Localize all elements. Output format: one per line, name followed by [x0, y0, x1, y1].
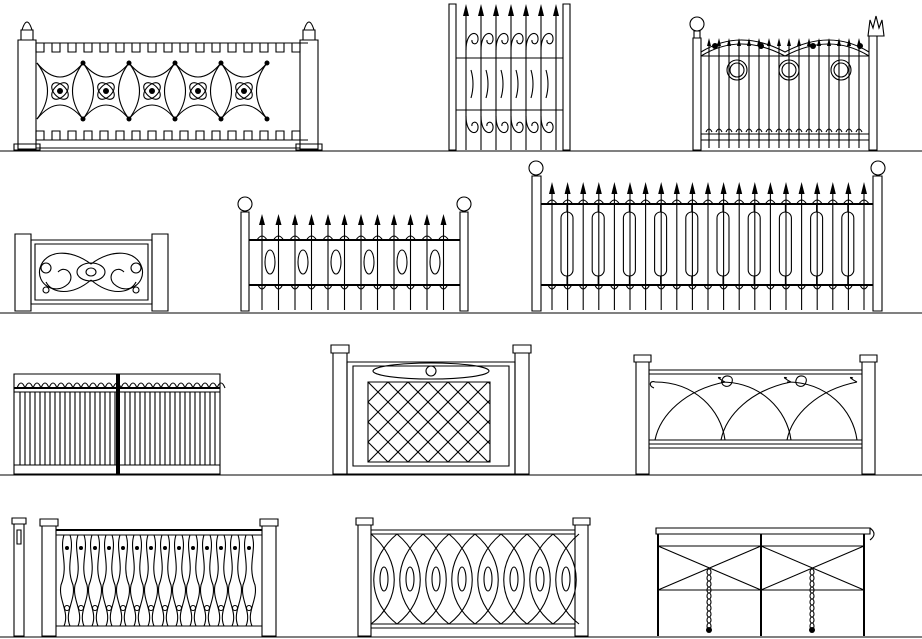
- dense-bar-gate: [14, 374, 225, 474]
- cross-brace-table-railing: [656, 528, 874, 636]
- interlaced-ellipse-panel: [356, 518, 590, 636]
- curved-leaf-panel: [634, 355, 877, 474]
- scroll-top-gate: [449, 4, 570, 150]
- baluster-railing: [12, 518, 278, 636]
- lattice-diamond-panel: [268, 345, 668, 474]
- scroll-medallion-panel: [15, 234, 168, 311]
- short-picket-fence: [238, 197, 471, 311]
- long-picket-fence: [529, 161, 885, 311]
- ornamental-quatrefoil-railing: [14, 22, 322, 150]
- ring-arch-fence: [690, 16, 884, 150]
- ground-lines: [0, 151, 922, 637]
